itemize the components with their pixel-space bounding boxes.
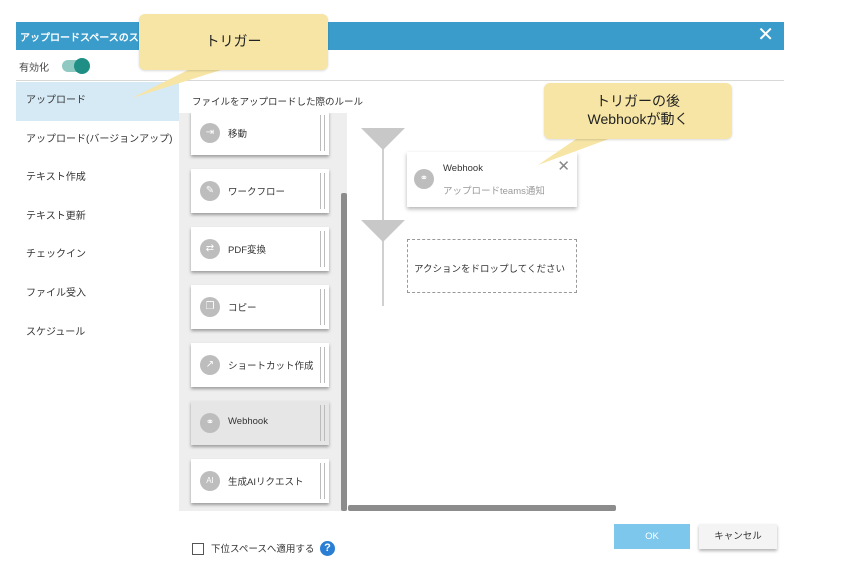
webhook-callout: トリガーの後 Webhookが動く xyxy=(544,83,732,139)
palette-vertical-scrollbar[interactable] xyxy=(341,193,347,511)
palette-item-copy[interactable]: ❐ コピー xyxy=(191,285,329,329)
trigger-callout: トリガー xyxy=(139,14,328,70)
webhook-callout-line1: トリガーの後 xyxy=(596,93,680,109)
palette-item-shortcut[interactable]: ↗ ショートカット作成 xyxy=(191,343,329,387)
palette-item-label: PDF変換 xyxy=(228,245,267,256)
sidebar-item-file-receive[interactable]: ファイル受入 xyxy=(26,287,86,299)
palette-item-workflow[interactable]: ✎ ワークフロー xyxy=(191,169,329,213)
enable-row: 有効化 xyxy=(16,52,784,81)
palette-item-ai-request[interactable]: AI 生成AIリクエスト xyxy=(191,459,329,503)
help-icon[interactable]: ? xyxy=(320,541,335,556)
drag-handle[interactable] xyxy=(320,463,325,499)
palette-item-webhook[interactable]: ⚭ Webhook xyxy=(191,401,329,445)
rules-heading: ファイルをアップロードした際のルール xyxy=(192,97,364,108)
apply-subspace-checkbox[interactable] xyxy=(192,543,204,555)
apply-subspace-label: 下位スペースへ適用する xyxy=(211,544,315,555)
drop-zone-label: アクションをドロップしてください xyxy=(414,264,565,275)
drag-handle[interactable] xyxy=(320,289,325,325)
palette-item-label: Webhook xyxy=(228,416,268,427)
webhook-callout-pointer xyxy=(538,133,625,165)
palette-item-move[interactable]: ⇥ 移動 xyxy=(191,113,329,155)
sidebar-item-text-update[interactable]: テキスト更新 xyxy=(26,210,86,222)
flow-arrow-icon xyxy=(361,128,405,150)
palette-item-label: コピー xyxy=(228,303,257,314)
move-icon: ⇥ xyxy=(200,123,220,143)
flow-arrow-icon xyxy=(361,220,405,242)
drag-handle[interactable] xyxy=(320,115,325,151)
sidebar-item-checkin[interactable]: チェックイン xyxy=(26,249,86,261)
canvas-horizontal-scrollbar[interactable] xyxy=(348,505,616,511)
flow-connector-line xyxy=(382,132,384,306)
drag-handle[interactable] xyxy=(320,231,325,267)
trigger-callout-text: トリガー xyxy=(205,33,262,49)
palette-item-label: ショートカット作成 xyxy=(228,361,314,372)
pdf-convert-icon: ⇄ xyxy=(200,239,220,259)
drag-handle[interactable] xyxy=(320,405,325,441)
enable-label: 有効化 xyxy=(19,63,49,74)
palette-item-label: 移動 xyxy=(228,129,248,140)
toggle-knob xyxy=(74,58,90,74)
webhook-callout-line2: Webhookが動く xyxy=(587,111,689,127)
sidebar-item-text-create[interactable]: テキスト作成 xyxy=(26,172,86,184)
action-card-subtitle: アップロードteams通知 xyxy=(443,186,545,197)
close-icon[interactable]: ✕ xyxy=(757,24,774,46)
trigger-sidebar: アップロード アップロード(バージョンアップ) テキスト作成 テキスト更新 チェ… xyxy=(16,82,179,352)
sidebar-item-upload-version[interactable]: アップロード(バージョンアップ) xyxy=(26,133,173,145)
action-drop-zone[interactable]: アクションをドロップしてください xyxy=(407,239,577,293)
ai-request-icon: AI xyxy=(200,471,220,491)
webhook-icon: ⚭ xyxy=(414,169,434,189)
ok-button[interactable]: OK xyxy=(614,524,690,549)
copy-icon: ❐ xyxy=(200,297,220,317)
dialog-title: アップロードスペースのスマートルール xyxy=(20,33,199,44)
webhook-icon: ⚭ xyxy=(200,413,220,433)
enable-toggle[interactable] xyxy=(62,58,90,74)
shortcut-icon: ↗ xyxy=(200,355,220,375)
webhook-action-card[interactable]: ⚭ Webhook アップロードteams通知 ✕ xyxy=(407,152,577,207)
drag-handle[interactable] xyxy=(320,173,325,209)
workflow-icon: ✎ xyxy=(200,181,220,201)
palette-item-label: 生成AIリクエスト xyxy=(228,477,304,488)
palette-item-label: ワークフロー xyxy=(228,187,286,198)
sidebar-item-schedule[interactable]: スケジュール xyxy=(26,326,86,338)
palette-item-pdf-convert[interactable]: ⇄ PDF変換 xyxy=(191,227,329,271)
action-palette: ⇥ 移動 ✎ ワークフロー ⇄ PDF変換 ❐ コピー ↗ ショートカット作成 … xyxy=(179,113,347,511)
action-card-title: Webhook xyxy=(443,163,483,174)
trigger-callout-pointer xyxy=(132,64,240,98)
remove-action-icon[interactable]: ✕ xyxy=(557,158,570,175)
drag-handle[interactable] xyxy=(320,347,325,383)
cancel-button[interactable]: キャンセル xyxy=(699,524,777,549)
